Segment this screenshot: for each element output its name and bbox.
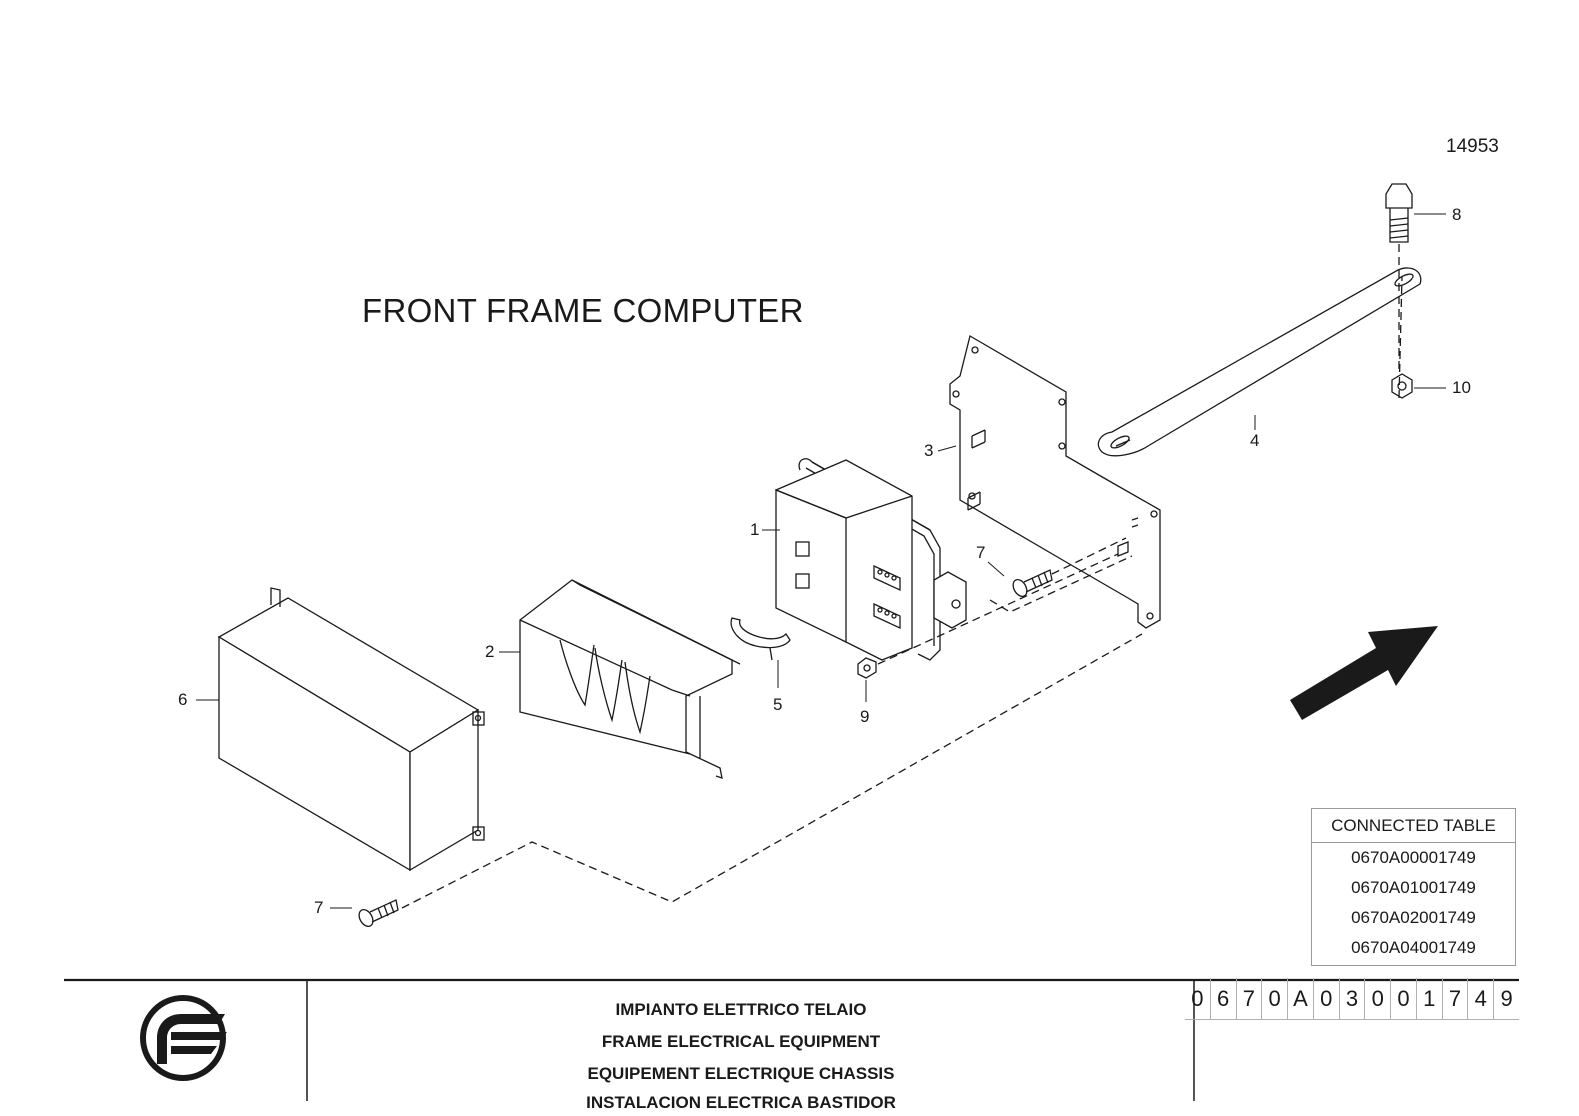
part-10-nut: [1391, 373, 1413, 399]
code-char: 9: [1493, 978, 1519, 1020]
diagram-title: FRONT FRAME COMPUTER: [362, 292, 804, 329]
code-char: 1: [1415, 978, 1442, 1020]
title-english: FRAME ELECTRICAL EQUIPMENT: [601, 1032, 881, 1051]
title-italian: IMPIANTO ELETTRICO TELAIO: [615, 1000, 867, 1019]
part-2-shield: [519, 579, 741, 779]
connected-table: CONNECTED TABLE 0670A00001749 0670A01001…: [1311, 808, 1516, 966]
code-char: 0: [1185, 978, 1210, 1020]
callout-3: 3: [924, 441, 933, 460]
part-5-clip: [730, 617, 791, 661]
code-char: A: [1287, 978, 1313, 1020]
part-4-strap: [1097, 267, 1422, 457]
code-char: 7: [1235, 978, 1262, 1020]
part-7-screw-upper: [1012, 569, 1053, 598]
part-7-screw-lower: [358, 899, 399, 928]
part-8-bolt: [1385, 183, 1413, 243]
callout-8: 8: [1452, 205, 1461, 224]
connected-table-row: 0670A01001749: [1351, 878, 1476, 897]
connected-table-row: 0670A00001749: [1351, 848, 1476, 867]
callout-7-upper: 7: [976, 543, 985, 562]
connected-table-row: 0670A02001749: [1351, 908, 1476, 927]
manufacturer-logo-icon: [140, 995, 227, 1081]
code-char: 6: [1209, 978, 1236, 1020]
code-char: 0: [1364, 978, 1391, 1020]
mounting-bracket: [949, 335, 1161, 629]
title-spanish: INSTALACION ELECTRICA BASTIDOR: [586, 1093, 896, 1112]
callout-9: 9: [860, 707, 869, 726]
title-french: EQUIPEMENT ELECTRIQUE CHASSIS: [587, 1064, 895, 1083]
part-9-nut: [857, 657, 877, 679]
callout-4: 4: [1250, 431, 1259, 450]
callout-6: 6: [178, 690, 187, 709]
leader-lines: [196, 213, 1446, 909]
code-char: 0: [1261, 978, 1288, 1020]
table-code: 0 6 7 0 A 0 3 0 0 1 7 4 9: [1185, 978, 1519, 1020]
code-char: 3: [1338, 978, 1365, 1020]
code-char: 0: [1390, 978, 1416, 1020]
callout-1: 1: [750, 520, 759, 539]
part-1-ecu: [775, 458, 967, 661]
assembly-lines: [401, 244, 1403, 909]
callout-10: 10: [1452, 378, 1471, 397]
direction-arrow-icon: [1290, 626, 1438, 720]
code-char: 0: [1312, 978, 1339, 1020]
connected-table-row: 0670A04001749: [1351, 938, 1476, 957]
code-char: 7: [1441, 978, 1468, 1020]
callout-2: 2: [485, 642, 494, 661]
part-6-cover: [217, 587, 485, 872]
connected-table-heading: CONNECTED TABLE: [1312, 809, 1515, 843]
callout-7-lower: 7: [314, 898, 323, 917]
callout-5: 5: [773, 695, 782, 714]
code-char: 4: [1467, 978, 1494, 1020]
drawing-number: 14953: [1446, 136, 1499, 157]
